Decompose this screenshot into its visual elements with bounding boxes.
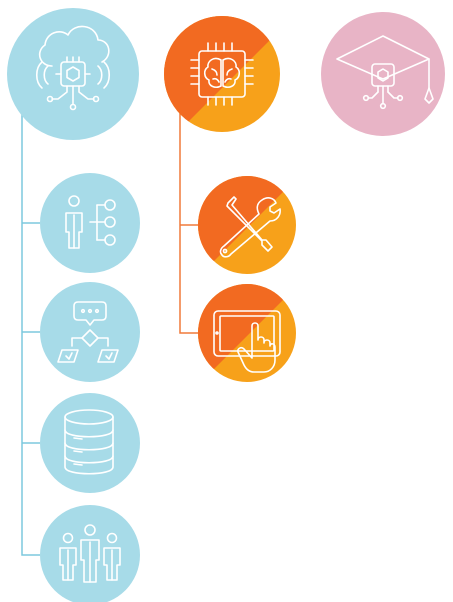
database-node — [40, 393, 140, 493]
tools-node — [198, 176, 296, 274]
tablet-touch-icon — [213, 310, 281, 373]
people-group-node — [40, 505, 140, 602]
person-network-icon — [65, 195, 116, 249]
graduation-cap-chip-node — [321, 12, 445, 136]
brain-chip-node — [164, 16, 280, 132]
chat-flowchart-node — [40, 282, 140, 382]
database-icon — [64, 409, 114, 475]
tablet-touch-node — [198, 284, 296, 382]
orange-connector-lines — [179, 112, 198, 334]
people-group-icon — [59, 524, 121, 583]
graduation-cap-chip-icon — [336, 35, 434, 110]
chat-flowchart-icon — [57, 301, 119, 363]
brain-chip-icon — [190, 42, 254, 106]
cloud-chip-node — [7, 8, 139, 140]
person-network-node — [40, 173, 140, 273]
cloud-chip-icon — [35, 25, 111, 111]
wrench-screwdriver-icon — [219, 196, 281, 258]
blue-connector-lines — [21, 112, 40, 556]
